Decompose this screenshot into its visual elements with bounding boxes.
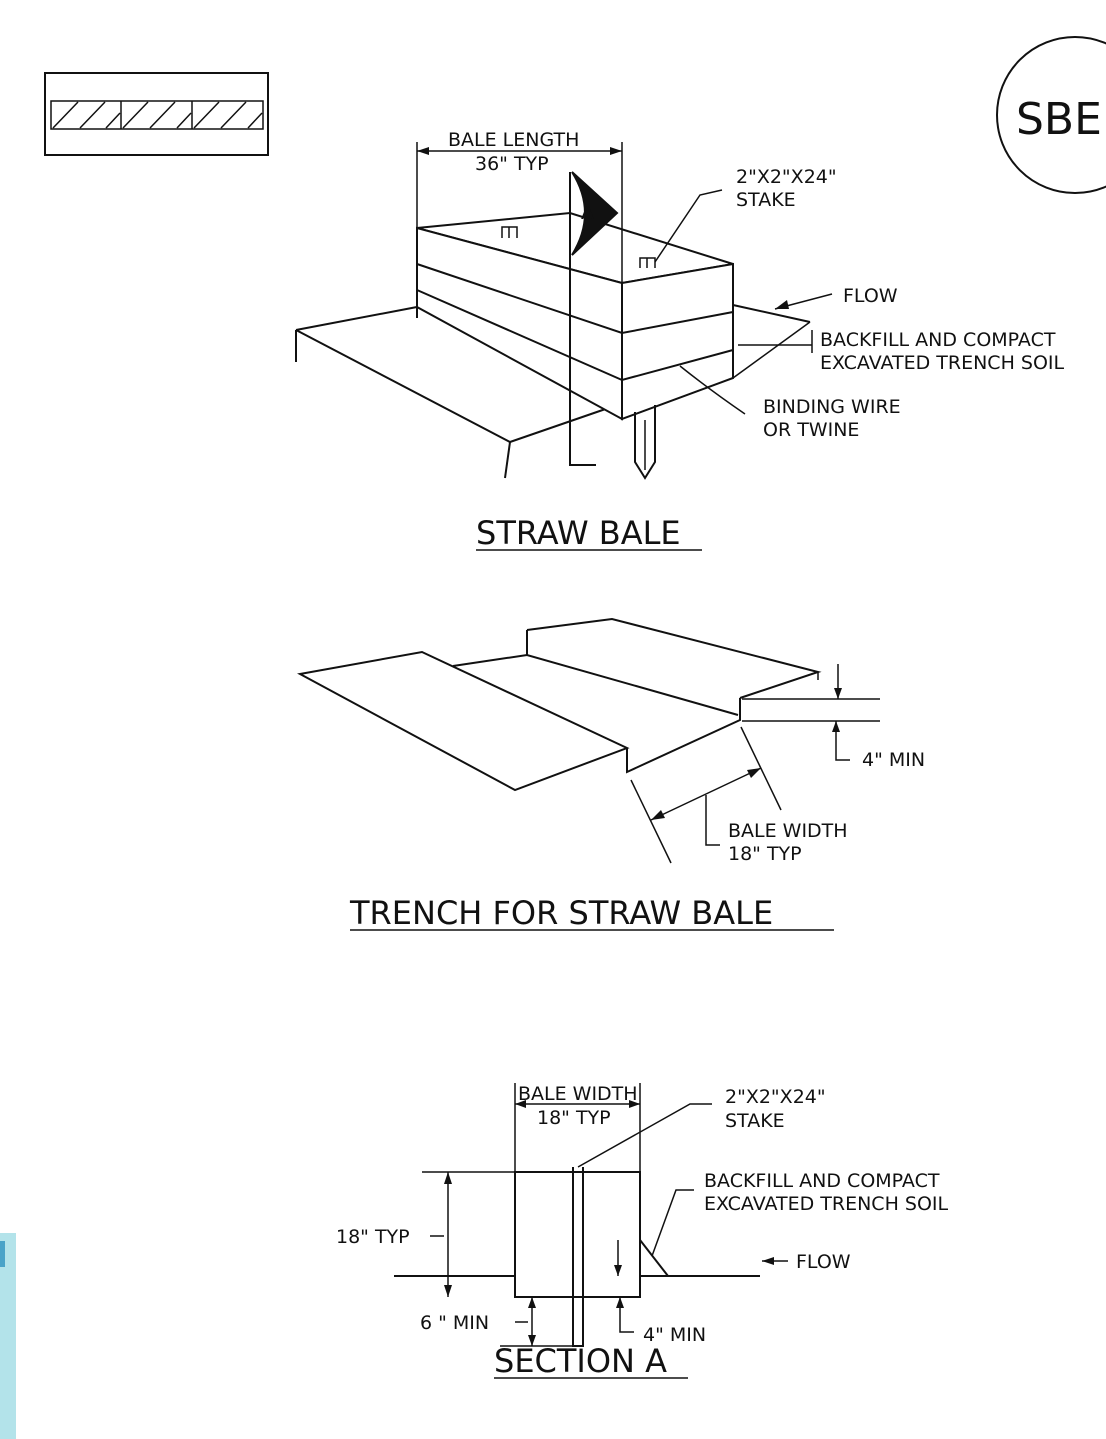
backfill-label-1: BACKFILL AND COMPACT — [820, 329, 1056, 351]
section-stake-label-2: STAKE — [725, 1110, 785, 1132]
section-marker-flag — [571, 171, 619, 256]
section-bale-width-label: BALE WIDTH — [518, 1083, 638, 1105]
stake-tip — [634, 405, 656, 480]
page-edge-mark — [0, 1241, 5, 1267]
trench-detail: 4" MIN BALE WIDTH 18" TYP TRENCH FOR STR… — [297, 617, 925, 932]
stake-symbol-left — [501, 226, 518, 238]
section-marker-letter: A — [581, 202, 594, 224]
sheet-id: SBE — [1016, 94, 1102, 145]
backfill-label-2: EXCAVATED TRENCH SOIL — [820, 352, 1065, 374]
legend-symbol — [44, 72, 269, 156]
trench-bale-width-label: BALE WIDTH — [728, 820, 848, 842]
bale-length-label: BALE LENGTH — [448, 129, 579, 151]
legend-hatch — [52, 101, 263, 129]
section-stake-label-1: 2"X2"X24" — [725, 1086, 826, 1108]
stake-label-2: STAKE — [736, 189, 796, 211]
trench-depth-label: 4" MIN — [862, 749, 925, 771]
stake-label-1: 2"X2"X24" — [736, 166, 837, 188]
page-edge-tab — [0, 1233, 16, 1439]
trench-title: TRENCH FOR STRAW BALE — [349, 894, 773, 932]
section-bale-width-typ: 18" TYP — [537, 1107, 611, 1129]
straw-bale-title: STRAW BALE — [476, 514, 681, 552]
bale-length-typ: 36" TYP — [475, 153, 549, 175]
section-embed-label: 6 " MIN — [420, 1312, 489, 1334]
section-a-title: SECTION A — [494, 1342, 667, 1380]
sheet-badge: SBE — [996, 36, 1106, 194]
trench-bale-width-typ: 18" TYP — [728, 843, 802, 865]
section-height-label: 18" TYP — [336, 1226, 410, 1248]
stake-symbol-right — [639, 257, 656, 268]
section-backfill-label-1: BACKFILL AND COMPACT — [704, 1170, 940, 1192]
binding-label-2: OR TWINE — [763, 419, 859, 441]
section-stake — [572, 1167, 584, 1347]
flow-label: FLOW — [843, 285, 898, 307]
section-backfill-label-2: EXCAVATED TRENCH SOIL — [704, 1193, 949, 1215]
section-depth-label: 4" MIN — [643, 1324, 706, 1346]
section-a-detail: BALE WIDTH 18" TYP 2"X2"X24" STAKE BACKF… — [336, 1083, 949, 1380]
straw-bale-detail: A BALE LENGTH 36" TYP 2"X2"X24" STAKE FL… — [295, 129, 1065, 552]
section-flow-label: FLOW — [796, 1251, 851, 1273]
section-cut-line — [569, 172, 596, 466]
binding-label-1: BINDING WIRE — [763, 396, 901, 418]
